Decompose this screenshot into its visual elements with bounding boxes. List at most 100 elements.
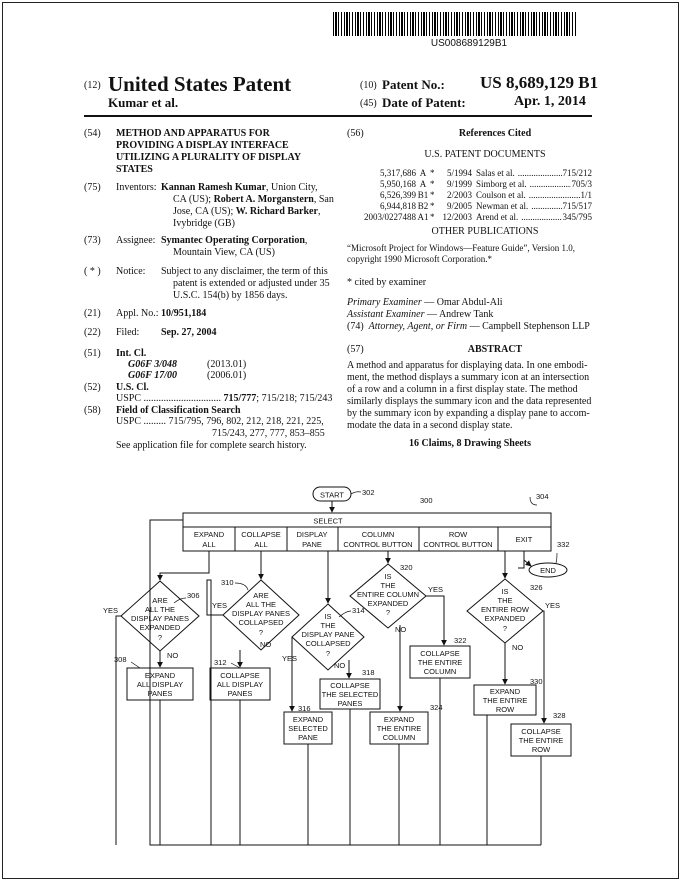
svg-text:COLLAPSE: COLLAPSE xyxy=(330,681,370,690)
refs-title: References Cited xyxy=(458,128,532,139)
other-pubs-title: OTHER PUBLICATIONS xyxy=(431,226,539,237)
svg-text:300: 300 xyxy=(420,496,433,505)
svg-text:EXPANDED: EXPANDED xyxy=(485,614,526,623)
svg-text:COLLAPSE: COLLAPSE xyxy=(220,671,260,680)
code-56: (56) xyxy=(347,128,364,139)
svg-text:PANE: PANE xyxy=(298,733,318,742)
svg-text:ARE: ARE xyxy=(253,591,268,600)
assignee: Symantec Operating Corporation, Mountain… xyxy=(161,235,308,258)
barcode-image xyxy=(333,12,577,36)
assistant-examiner: Assistant Examiner — Andrew Tank xyxy=(347,309,494,320)
svg-text:322: 322 xyxy=(454,636,467,645)
field-note: See application file for complete search… xyxy=(116,440,307,451)
inventors-short: Kumar et al. xyxy=(108,95,179,110)
menu-exit: EXIT xyxy=(516,535,533,544)
svg-text:THE SELECTED: THE SELECTED xyxy=(322,690,379,699)
patent-kind: United States Patent xyxy=(108,72,292,96)
svg-text:IS: IS xyxy=(384,572,391,581)
code-notice: ( * ) xyxy=(84,266,101,277)
notice-text: Subject to any disclaimer, the term of t… xyxy=(161,266,330,301)
svg-text:324: 324 xyxy=(430,703,443,712)
filed-date: Sep. 27, 2004 xyxy=(161,327,217,338)
svg-text:THE: THE xyxy=(498,596,513,605)
decision-314 xyxy=(291,603,365,671)
cited-note: * cited by examiner xyxy=(347,277,427,288)
svg-text:ALL DISPLAY: ALL DISPLAY xyxy=(137,680,183,689)
svg-text:THE ENTIRE: THE ENTIRE xyxy=(418,658,463,667)
svg-text:ALL THE: ALL THE xyxy=(145,605,175,614)
svg-text:COLLAPSED: COLLAPSED xyxy=(305,639,351,648)
code-22: (22) xyxy=(84,327,101,338)
code-73: (73) xyxy=(84,235,101,246)
svg-text:EXPANDED: EXPANDED xyxy=(140,623,181,632)
svg-text:ENTIRE COLUMN: ENTIRE COLUMN xyxy=(357,590,419,599)
svg-text:THE: THE xyxy=(381,581,396,590)
intcl-label: Int. Cl. xyxy=(116,348,147,359)
svg-text:SELECTED: SELECTED xyxy=(288,724,328,733)
svg-text:IS: IS xyxy=(501,587,508,596)
svg-text:?: ? xyxy=(386,608,390,617)
code-57: (57) xyxy=(347,344,364,355)
svg-text:312: 312 xyxy=(214,658,227,667)
code-52: (52) xyxy=(84,382,101,393)
svg-text:NO: NO xyxy=(512,643,523,652)
menu-column-control: COLUMN xyxy=(362,530,395,539)
abstract-title: ABSTRACT xyxy=(467,344,523,355)
date-label: Date of Patent: xyxy=(382,95,466,110)
inventors-label: Inventors: xyxy=(116,182,157,193)
svg-text:EXPAND: EXPAND xyxy=(293,715,324,724)
box-330 xyxy=(473,684,537,716)
us-docs-title: U.S. PATENT DOCUMENTS xyxy=(424,149,546,160)
intcl-code: G06F 17/00 xyxy=(128,370,177,381)
code-75: (75) xyxy=(84,182,101,193)
menu-expand-all-2: ALL xyxy=(202,540,215,549)
svg-text:310: 310 xyxy=(221,578,234,587)
code-12: (12) xyxy=(84,80,101,91)
menu-row-control: ROW xyxy=(449,530,468,539)
svg-text:COLUMN: COLUMN xyxy=(424,667,457,676)
patent-no-label: Patent No.: xyxy=(382,77,445,92)
code-51: (51) xyxy=(84,348,101,359)
svg-text:IS: IS xyxy=(324,612,331,621)
svg-text:DISPLAY PANES: DISPLAY PANES xyxy=(232,609,290,618)
decision-320 xyxy=(349,563,427,629)
filed-label: Filed: xyxy=(116,327,140,338)
other-pubs-text: “Microsoft Project for Windows—Feature G… xyxy=(347,243,576,264)
svg-text:DISPLAY PANES: DISPLAY PANES xyxy=(131,614,189,623)
svg-text:314: 314 xyxy=(352,606,365,615)
uspc-line: USPC ............................... 715… xyxy=(116,393,333,404)
start-label: START xyxy=(320,491,344,500)
select-box xyxy=(182,512,552,528)
svg-text:PANES: PANES xyxy=(148,689,173,698)
end-label: END xyxy=(540,566,556,575)
barcode-number: US008689129B1 xyxy=(430,38,508,49)
intcl-version: (2006.01) xyxy=(207,370,247,381)
abstract-text: A method and apparatus for displaying da… xyxy=(347,360,592,431)
patent-number: US 8,689,129 B1 xyxy=(480,73,599,92)
svg-text:308: 308 xyxy=(114,655,127,664)
svg-text:304: 304 xyxy=(536,492,549,501)
svg-text:EXPANDED: EXPANDED xyxy=(368,599,409,608)
uscl-label: U.S. Cl. xyxy=(116,382,149,393)
intcl-code: G06F 3/048 xyxy=(128,359,177,370)
svg-text:326: 326 xyxy=(530,583,543,592)
svg-text:EXPAND: EXPAND xyxy=(490,687,521,696)
menu-row-control-2: CONTROL BUTTON xyxy=(423,540,492,549)
svg-text:EXPAND: EXPAND xyxy=(384,715,415,724)
intcl-version: (2013.01) xyxy=(207,359,247,370)
svg-text:THE ENTIRE: THE ENTIRE xyxy=(519,736,564,745)
menu-display-pane-2: PANE xyxy=(302,540,322,549)
inventors-list: Kannan Ramesh Kumar, Union City, CA (US)… xyxy=(161,182,334,229)
svg-text:320: 320 xyxy=(400,563,413,572)
svg-text:306: 306 xyxy=(187,591,200,600)
svg-text:NO: NO xyxy=(167,651,178,660)
svg-text:COLLAPSE: COLLAPSE xyxy=(521,727,561,736)
code-21: (21) xyxy=(84,308,101,319)
svg-text:332: 332 xyxy=(557,540,570,549)
